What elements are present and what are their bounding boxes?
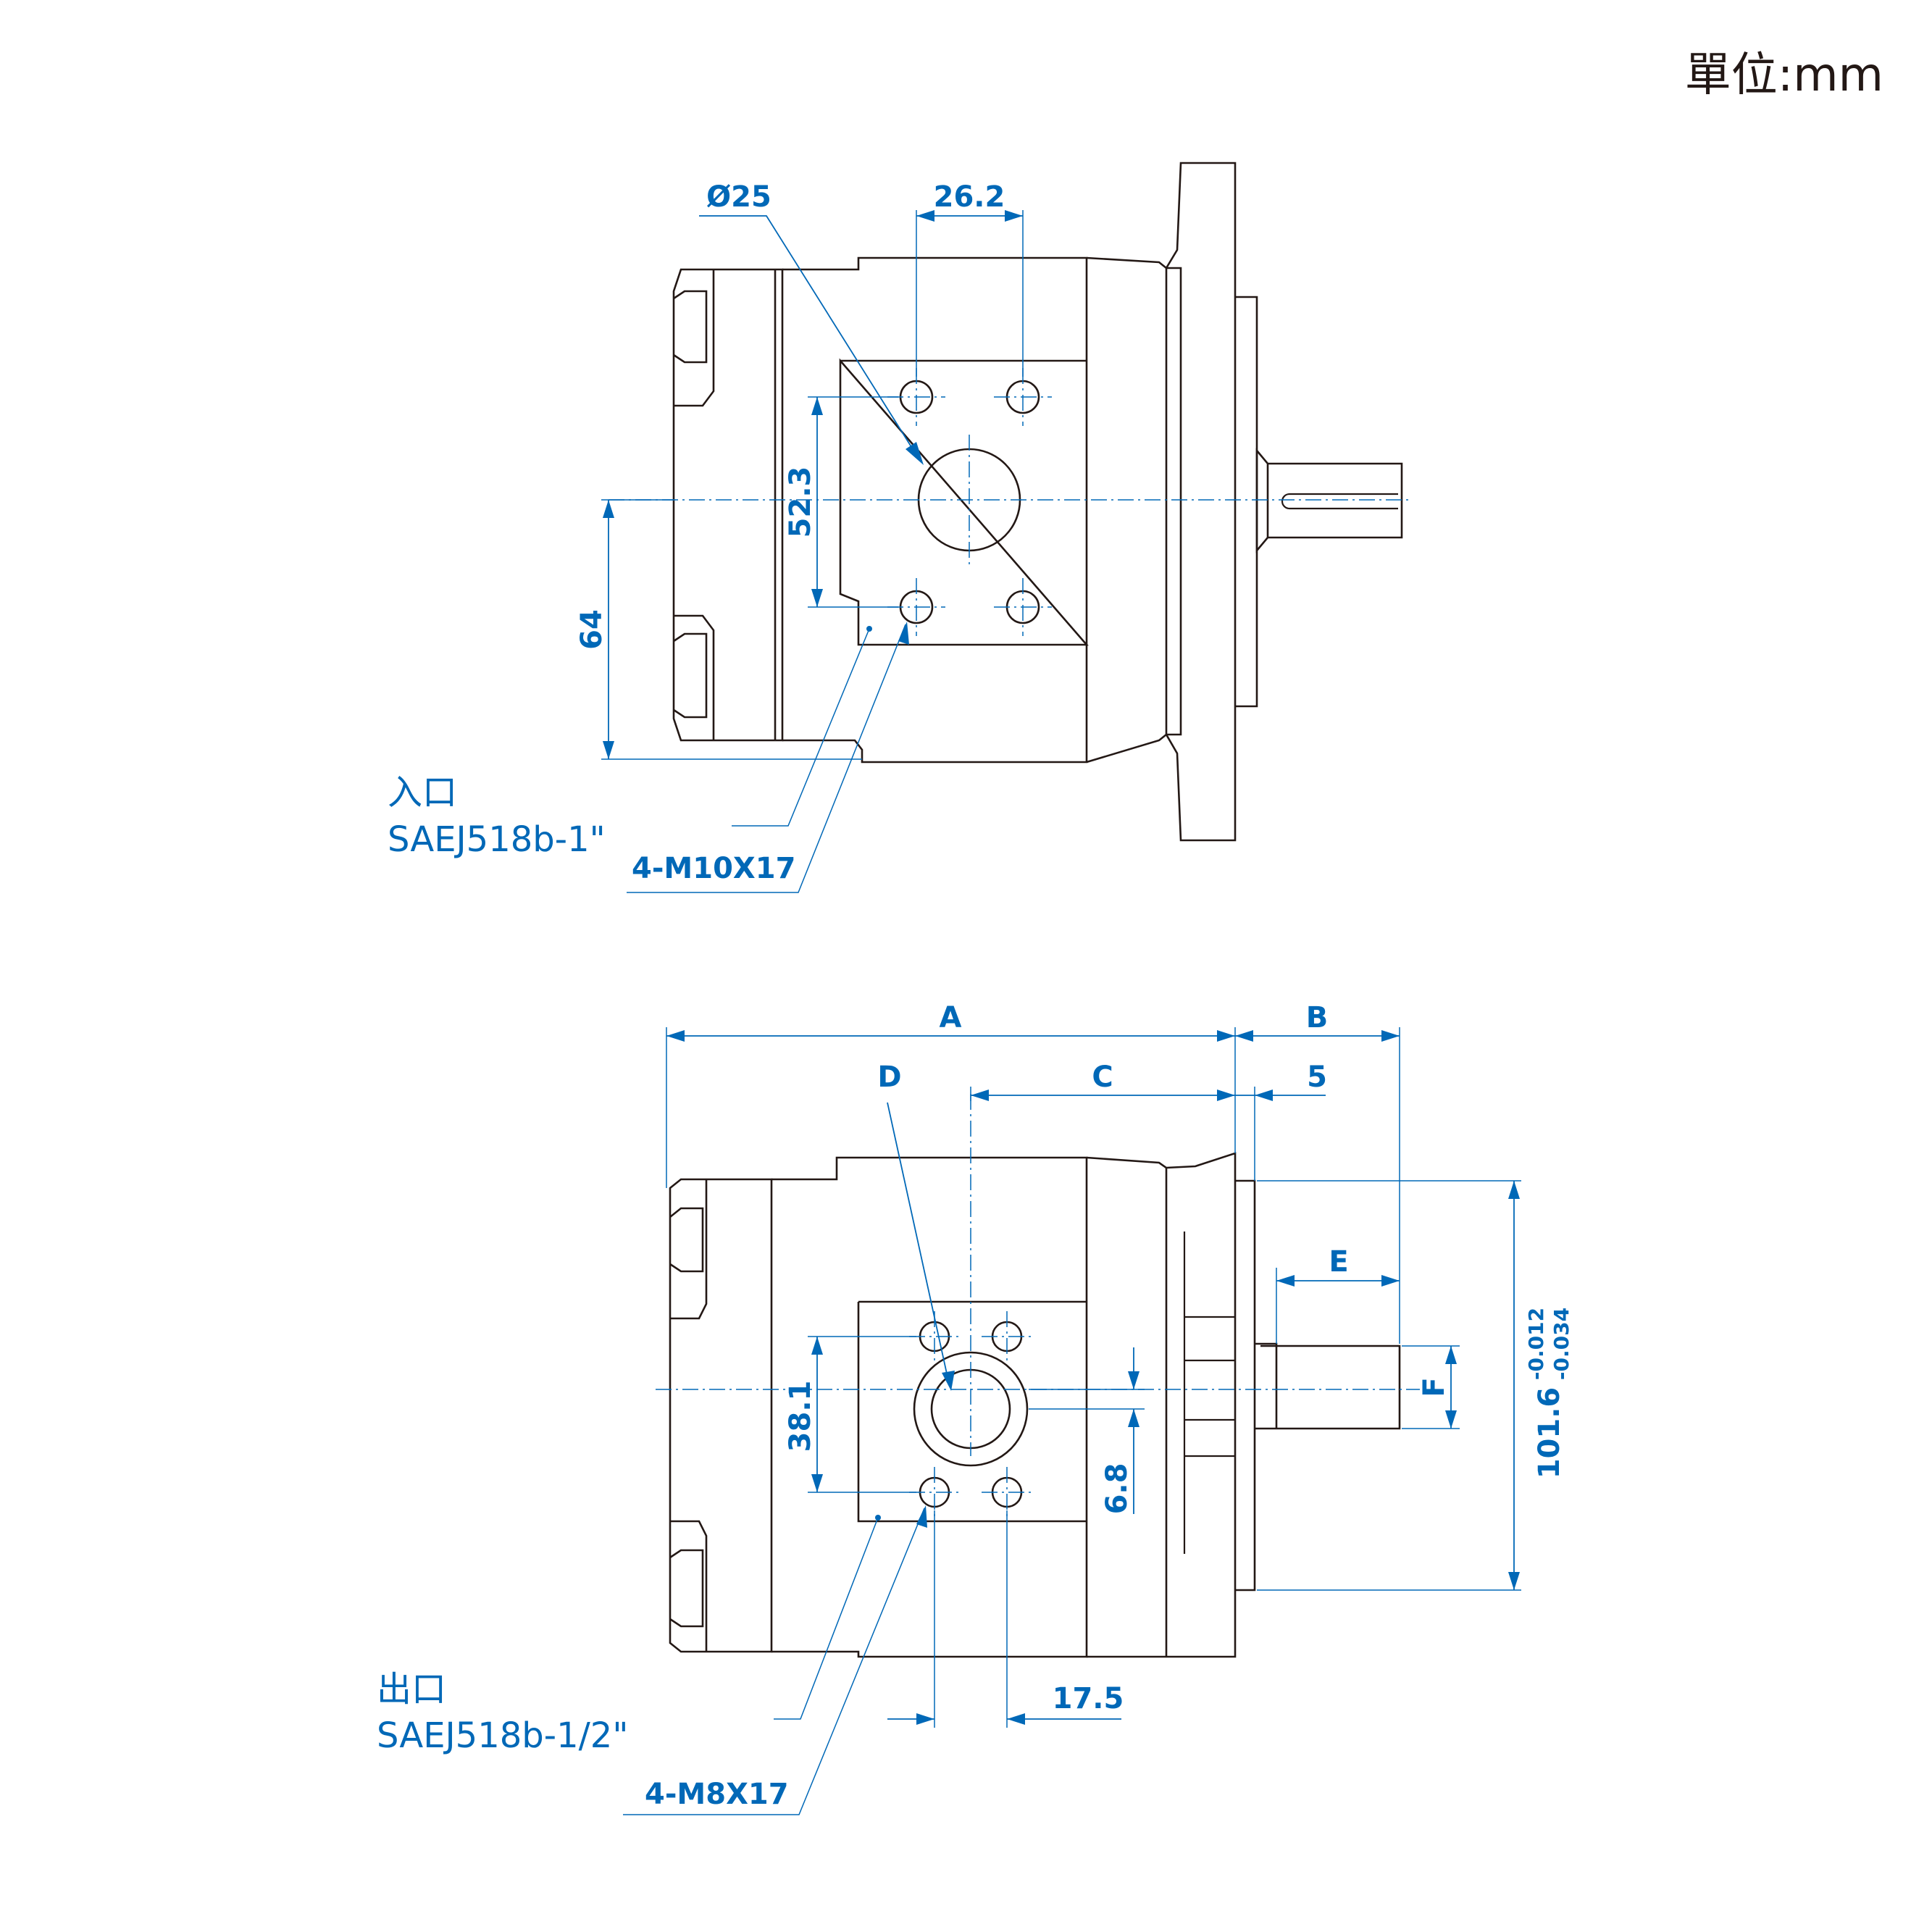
- bottom-view: A B C 5 D: [377, 1001, 1573, 1815]
- bottom-dim-b: B: [1235, 1001, 1400, 1344]
- top-centerline: [609, 435, 1413, 565]
- bottom-dim-5-text: 5: [1307, 1061, 1327, 1094]
- top-dim-port-diameter: Ø25: [699, 180, 924, 465]
- bottom-dim-d: D: [877, 1061, 955, 1391]
- unit-label: 單位:mm: [1685, 49, 1883, 102]
- bottom-dim-pilot-diameter: 101.6 -0.012 -0.034: [1257, 1180, 1573, 1591]
- top-dim-26-2: 26.2: [934, 180, 1005, 214]
- bottom-shaft: [1255, 1342, 1401, 1430]
- bottom-port-pad: [857, 1300, 1087, 1523]
- bottom-front-body: [1086, 1152, 1237, 1658]
- bottom-dim-38-1: 38.1: [784, 1381, 817, 1452]
- bottom-dim-17-5: 17.5: [1053, 1682, 1124, 1715]
- top-dim-port-diameter-text: Ø25: [706, 180, 771, 214]
- bottom-dim-a: A: [666, 1001, 1236, 1188]
- bottom-dim-a-text: A: [940, 1001, 962, 1034]
- bottom-dim-b-text: B: [1306, 1001, 1329, 1034]
- top-inlet-label: 入口: [388, 772, 457, 813]
- bottom-centerline: [656, 1094, 1420, 1456]
- top-shaft-key: [1281, 493, 1398, 510]
- bottom-dim-f-text: F: [1418, 1377, 1451, 1397]
- top-inlet-spec: SAEJ518b-1": [388, 819, 606, 860]
- bottom-dim-c: C: [970, 1061, 1235, 1101]
- bottom-dim-d-text: D: [877, 1061, 901, 1094]
- bottom-dim-bolt-spacing-h: 17.5: [887, 1510, 1124, 1728]
- bottom-dim-f: F: [1402, 1345, 1460, 1429]
- bottom-dim-5: 5: [1235, 1061, 1327, 1181]
- top-bolt-spec: 4-M10X17: [632, 852, 795, 885]
- top-mounting-flange: [1165, 162, 1237, 842]
- bottom-front-detail: [1183, 1231, 1235, 1554]
- top-bolt-spec-leader: [627, 622, 909, 893]
- bottom-dim-6-8: 6.8: [1100, 1463, 1134, 1515]
- top-shaft: [1255, 448, 1403, 553]
- bottom-dim-e: E: [1276, 1245, 1400, 1344]
- bottom-dim-101-6: 101.6: [1533, 1387, 1566, 1479]
- bottom-bolt-holes: [909, 1311, 1032, 1518]
- bottom-dim-c-text: C: [1092, 1061, 1113, 1094]
- bottom-dim-bolt-spacing-v: 38.1: [784, 1336, 916, 1493]
- top-end-cover: [672, 268, 784, 742]
- bottom-center-body: [771, 1156, 1088, 1658]
- bottom-dim-offset: 6.8: [1029, 1347, 1145, 1514]
- top-port-pad: [839, 358, 1089, 646]
- top-pilot: [1235, 296, 1258, 708]
- top-bolt-holes: [887, 368, 1052, 636]
- bottom-outlet-label: 出口: [377, 1669, 446, 1710]
- bottom-port-outer: [913, 1351, 1029, 1467]
- bottom-dim-tol-lower: -0.034: [1550, 1308, 1573, 1380]
- bottom-end-cover: [669, 1178, 773, 1653]
- top-dim-center-height: 64: [575, 499, 862, 760]
- top-front-body: [1086, 256, 1182, 764]
- bottom-pilot: [1235, 1179, 1256, 1592]
- top-view: 26.2 Ø25 52.3 64 入口 SAEJ5: [388, 162, 1413, 893]
- top-dim-bolt-spacing-v: 52.3: [784, 396, 898, 608]
- bottom-outlet-leader: [774, 1515, 881, 1720]
- top-end-cover-bosses: [673, 290, 708, 719]
- top-dim-64: 64: [575, 609, 609, 650]
- bottom-dim-e-text: E: [1329, 1245, 1348, 1279]
- bottom-bolt-spec-leader: [623, 1505, 927, 1815]
- top-inlet-leader: [732, 626, 872, 827]
- top-dim-52-3: 52.3: [784, 467, 817, 538]
- top-center-body: [782, 256, 1088, 764]
- bottom-end-cover-bosses: [669, 1207, 704, 1628]
- bottom-outlet-spec: SAEJ518b-1/2": [377, 1715, 628, 1756]
- bottom-dim-tol-upper: -0.012: [1524, 1308, 1548, 1380]
- top-dim-bolt-spacing-h: 26.2: [916, 180, 1024, 377]
- bottom-bolt-spec: 4-M8X17: [645, 1778, 789, 1811]
